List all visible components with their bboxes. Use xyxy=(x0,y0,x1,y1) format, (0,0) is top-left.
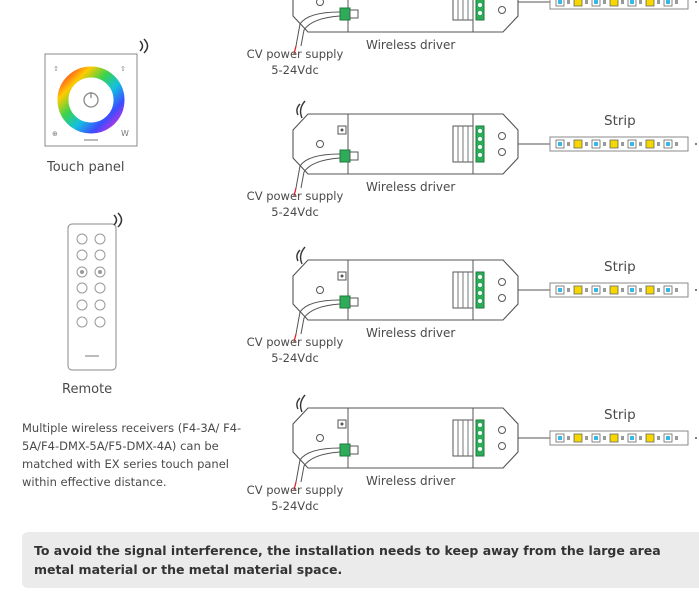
strip-resistor xyxy=(675,142,678,146)
strip-resistor xyxy=(567,436,570,440)
strip-led-chip xyxy=(594,0,598,4)
supply-line-1: CV power supply xyxy=(246,483,344,497)
driver-diagram xyxy=(292,0,697,54)
svg-text:⊕: ⊕ xyxy=(52,130,58,138)
strip-led xyxy=(573,285,583,295)
strip-resistor xyxy=(567,142,570,146)
strip-resistor xyxy=(585,142,588,146)
supply-line-1: CV power supply xyxy=(246,335,344,349)
strip-led xyxy=(573,0,583,7)
strip-led-chip xyxy=(666,436,670,440)
svg-text:W: W xyxy=(121,129,129,138)
strip-resistor xyxy=(657,436,660,440)
strip-led xyxy=(645,139,655,149)
strip-resistor xyxy=(657,142,660,146)
power-supply-label: CV power supply 5-24Vdc xyxy=(240,188,350,220)
strip-led-chip xyxy=(558,142,562,146)
supply-line-1: CV power supply xyxy=(246,47,344,61)
strip-resistor xyxy=(585,0,588,4)
strip-led-chip xyxy=(630,288,634,292)
driver-label: Wireless driver xyxy=(366,38,456,52)
strip-resistor xyxy=(567,288,570,292)
strip-led xyxy=(609,285,619,295)
driver-label: Wireless driver xyxy=(366,474,456,488)
strip-resistor xyxy=(675,0,678,4)
strip-led-chip xyxy=(558,288,562,292)
strip-resistor xyxy=(657,288,660,292)
warning-text: To avoid the signal interference, the in… xyxy=(34,543,661,577)
strip-led-chip xyxy=(594,288,598,292)
strip-resistor xyxy=(567,0,570,4)
power-supply-label: CV power supply 5-24Vdc xyxy=(240,482,350,514)
supply-line-2: 5-24Vdc xyxy=(271,499,319,513)
signal-icon xyxy=(136,38,154,60)
strip-led-chip xyxy=(630,436,634,440)
strip-led xyxy=(609,139,619,149)
strip-resistor xyxy=(585,288,588,292)
compatibility-note: Multiple wireless receivers (F4-3A/ F4-5… xyxy=(22,421,242,489)
supply-line-2: 5-24Vdc xyxy=(271,351,319,365)
strip-resistor xyxy=(639,0,642,4)
strip-led-chip xyxy=(594,142,598,146)
svg-text:⇧: ⇧ xyxy=(53,65,59,73)
strip-led-chip xyxy=(666,288,670,292)
warning-box: To avoid the signal interference, the in… xyxy=(22,532,699,588)
strip-led xyxy=(573,139,583,149)
strip-resistor xyxy=(675,288,678,292)
strip-resistor xyxy=(657,0,660,4)
strip-resistor xyxy=(639,288,642,292)
strip-led-chip xyxy=(558,0,562,4)
driver-diagram xyxy=(292,246,697,342)
remote-control xyxy=(65,222,125,372)
strip-led-chip xyxy=(594,436,598,440)
strip-resistor xyxy=(603,0,606,4)
strip-led xyxy=(645,433,655,443)
strip-resistor xyxy=(603,142,606,146)
strip-resistor xyxy=(621,436,624,440)
supply-line-2: 5-24Vdc xyxy=(271,63,319,77)
driver-label: Wireless driver xyxy=(366,180,456,194)
svg-text:⇧: ⇧ xyxy=(120,65,126,73)
strip-led xyxy=(609,433,619,443)
strip-label: Strip xyxy=(604,259,636,275)
strip-resistor xyxy=(621,0,624,4)
strip-led xyxy=(645,0,655,7)
strip-label: Strip xyxy=(604,407,636,423)
strip-resistor xyxy=(603,436,606,440)
signal-icon xyxy=(110,212,128,234)
strip-resistor xyxy=(621,288,624,292)
strip-resistor xyxy=(621,142,624,146)
strip-resistor xyxy=(639,142,642,146)
driver-diagram xyxy=(292,100,697,196)
supply-line-2: 5-24Vdc xyxy=(271,205,319,219)
strip-led-chip xyxy=(666,142,670,146)
strip-resistor xyxy=(585,436,588,440)
power-supply-label: CV power supply 5-24Vdc xyxy=(240,334,350,366)
strip-led-chip xyxy=(630,0,634,4)
driver-label: Wireless driver xyxy=(366,326,456,340)
supply-line-1: CV power supply xyxy=(246,189,344,203)
power-supply-label: CV power supply 5-24Vdc xyxy=(240,46,350,78)
strip-resistor xyxy=(675,436,678,440)
strip-led xyxy=(573,433,583,443)
touch-panel: ⇧ ⇧ ⊕ W xyxy=(40,40,160,150)
remote-label: Remote xyxy=(62,382,113,397)
touch-panel-label: Touch panel xyxy=(47,160,125,175)
driver-diagram xyxy=(292,394,697,490)
driver-row: Wireless driver CV power supply 5-24Vdc xyxy=(247,0,699,77)
strip-led xyxy=(609,0,619,7)
strip-label: Strip xyxy=(604,113,636,129)
strip-resistor xyxy=(603,288,606,292)
driver-row: Strip Wireless driver CV power supply 5-2… xyxy=(247,242,699,365)
driver-row: Strip Wireless driver CV power supply 5-2… xyxy=(247,390,699,513)
strip-led xyxy=(645,285,655,295)
strip-led-chip xyxy=(630,142,634,146)
driver-row: Strip Wireless driver CV power supply 5-2… xyxy=(247,96,699,219)
strip-led-chip xyxy=(558,436,562,440)
strip-resistor xyxy=(639,436,642,440)
strip-led-chip xyxy=(666,0,670,4)
